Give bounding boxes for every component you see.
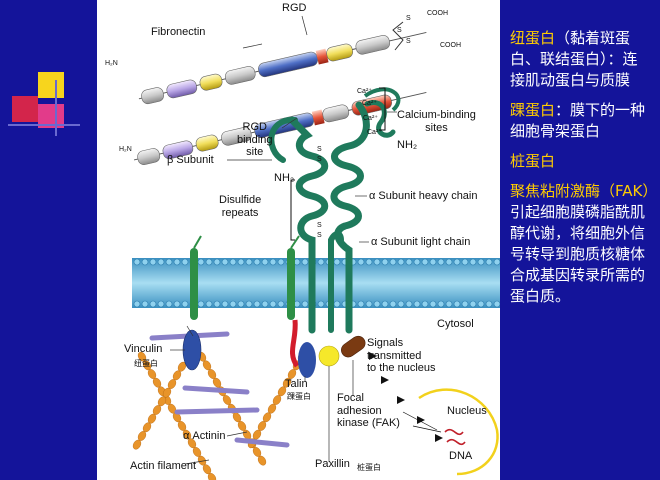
label-s-5: S <box>317 156 322 163</box>
paragraph-talin: 踝蛋白：膜下的一种细胞骨架蛋白 <box>510 100 650 142</box>
signal-arrows <box>369 352 443 442</box>
heading-paxillin: 桩蛋白 <box>510 152 556 170</box>
label-rgd-binding-site: RGD binding site <box>237 121 273 159</box>
label-rgd-top: RGD <box>282 2 307 14</box>
vinculin-protein <box>182 329 202 371</box>
membrane-protein-1 <box>190 248 198 320</box>
heading-fak: 聚焦粘附激酶（FAK） <box>510 182 658 200</box>
label-ca-4: Ca²⁺ <box>367 129 382 136</box>
membrane-protein-2 <box>287 248 295 320</box>
label-s-3: S <box>406 38 411 45</box>
label-s-4: S <box>317 146 322 153</box>
integrin-diagram: RGD Fibronectin COOH COOH H₂N H₂N S S S … <box>97 0 500 480</box>
fibronectin-disulfide-link <box>392 21 404 51</box>
fibronectin-strand-1 <box>138 31 427 105</box>
plasma-membrane <box>132 258 500 308</box>
text-talin: ：膜下的一种细胞骨架蛋白 <box>510 101 646 140</box>
label-ca-1: Ca²⁺ <box>357 88 372 95</box>
heading-vinculin: 纽蛋白 <box>510 29 556 47</box>
decor-line-horizontal <box>8 124 80 126</box>
alpha-actinin-rods <box>149 331 290 448</box>
paragraph-paxillin: 桩蛋白 <box>510 151 650 172</box>
text-fak: 引起细胞膜磷脂酰肌醇代谢，将细胞外信号转导到胞质核糖体合成基因转录所需的蛋白质。 <box>510 203 646 305</box>
integrin-diagram-svg <box>132 15 500 480</box>
disulfide-bracket <box>290 179 295 241</box>
label-alpha-light-chain: α Subunit light chain <box>371 236 471 248</box>
label-cooh-2: COOH <box>440 42 461 49</box>
label-alpha-heavy-chain: α Subunit heavy chain <box>369 190 478 202</box>
label-s-6: S <box>317 222 322 229</box>
label-talin-cn: 踝蛋白 <box>287 392 311 401</box>
label-paxillin-cn: 桩蛋白 <box>357 463 381 472</box>
dna-helix <box>444 428 466 446</box>
integrin-beta-subunit <box>288 116 329 334</box>
label-paxillin: Paxillin <box>315 458 350 470</box>
calcium-bracket <box>379 87 386 131</box>
label-ca-3: Ca²⁺ <box>363 115 378 122</box>
label-talin: Talin <box>285 378 308 390</box>
label-vinculin: Vinculin <box>124 343 163 355</box>
integrin-alpha-light-chain <box>328 231 344 333</box>
description-panel: 纽蛋白（黏着斑蛋白、联结蛋白）：连接肌动蛋白与质膜 踝蛋白：膜下的一种细胞骨架蛋… <box>510 28 658 307</box>
nucleus-envelope <box>418 388 499 476</box>
label-dna: DNA <box>449 450 473 462</box>
label-signals: Signals transmitted to the nucleus <box>367 337 436 375</box>
label-ca-2: Ca²⁺ <box>362 100 377 107</box>
decor-square-yellow <box>38 72 64 98</box>
label-nh2-right: NH₂ <box>397 139 418 151</box>
decor-line-vertical <box>55 80 57 136</box>
label-beta-subunit: β Subunit <box>167 154 214 166</box>
label-disulfide-repeats: Disulfide repeats <box>219 194 262 219</box>
label-cytosol: Cytosol <box>437 318 474 330</box>
label-calcium-binding-sites: Calcium-binding sites <box>397 109 476 134</box>
label-alpha-actinin: α Actinin <box>183 430 226 442</box>
label-nh2-left: NH₂ <box>274 172 295 184</box>
talin-protein <box>290 319 300 368</box>
heading-talin: 踝蛋白 <box>510 101 556 119</box>
label-cooh-1: COOH <box>427 10 448 17</box>
label-s-1: S <box>406 15 411 22</box>
paragraph-fak: 聚焦粘附激酶（FAK） 引起细胞膜磷脂酰肌醇代谢，将细胞外信号转导到胞质核糖体合成… <box>510 181 658 307</box>
fak-protein <box>341 335 366 358</box>
label-s-7: S <box>317 232 322 239</box>
text-vinculin: （黏着斑蛋白、联结蛋白）：连接肌动蛋白与质膜 <box>510 29 638 89</box>
label-s-2: S <box>397 27 402 34</box>
label-fibronectin: Fibronectin <box>151 26 206 38</box>
paragraph-vinculin: 纽蛋白（黏着斑蛋白、联结蛋白）：连接肌动蛋白与质膜 <box>510 28 650 91</box>
label-fak: Focal adhesion kinase (FAK) <box>337 392 400 430</box>
talin-head <box>298 342 316 378</box>
decor-square-red <box>12 96 38 122</box>
calcium-binding-loops <box>364 100 396 138</box>
paxillin-protein <box>318 345 340 367</box>
integrin-alpha-heavy-chain <box>330 101 370 334</box>
label-nucleus: Nucleus <box>447 405 487 417</box>
label-h2n-1: H₂N <box>105 60 118 67</box>
label-actin-filament: Actin filament <box>130 460 197 472</box>
label-vinculin-cn: 纽蛋白 <box>134 359 158 368</box>
label-h2n-2: H₂N <box>119 146 132 153</box>
